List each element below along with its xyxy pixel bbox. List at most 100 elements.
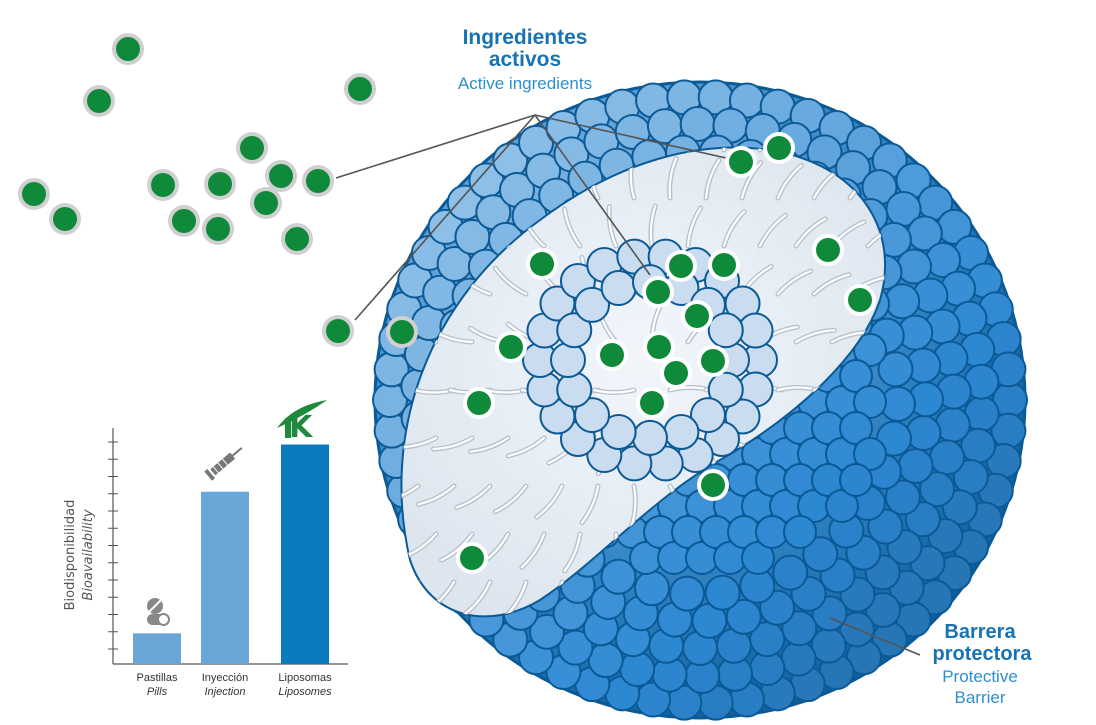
lipid-tail — [401, 169, 421, 201]
lipid-tail-highlight — [580, 484, 600, 524]
barrier-title-en-line2: Barrier — [954, 688, 1005, 707]
lipid-head — [897, 447, 934, 484]
active-ingredient-core — [701, 473, 725, 497]
lipid-tail-highlight — [464, 580, 492, 615]
lipid-head — [839, 463, 873, 497]
lipid-head — [633, 570, 670, 607]
lipid-head — [853, 385, 887, 419]
active-ingredient-core — [816, 238, 840, 262]
category-label-es: Liposomas — [278, 672, 332, 684]
active-ingredient-core — [729, 150, 753, 174]
lipid-head — [619, 651, 656, 688]
lipid-tail-highlight — [494, 267, 528, 296]
lipid-tail-highlight — [408, 147, 438, 152]
bioavailability-chart: Biodisponibilidad Bioavailability Pastil… — [63, 400, 348, 698]
lipid-tail-highlight — [722, 210, 746, 248]
lipid-tail-highlight — [447, 147, 474, 152]
active-ingredient-core — [390, 320, 414, 344]
lipid-tail-highlight — [758, 214, 787, 248]
lipid-head — [528, 613, 565, 650]
lipid-tail-highlight — [401, 170, 420, 200]
active-ingredient-core — [848, 288, 872, 312]
lipid-tail-highlight — [401, 436, 438, 449]
lipid-head — [884, 283, 921, 320]
inner-lipid-head — [556, 312, 593, 349]
lipid-head — [919, 471, 956, 508]
active-ingredients-title-en: Active ingredients — [458, 74, 592, 93]
svg-text:K: K — [289, 410, 314, 445]
active-ingredients-title-es-line1: Ingredientes — [463, 26, 588, 49]
lipid-tail-highlight — [776, 164, 803, 200]
lipid-tail — [407, 147, 439, 153]
active-ingredient-core — [647, 335, 671, 359]
lipid-tail-highlight — [417, 484, 456, 506]
active-ingredient-core — [530, 252, 554, 276]
active-ingredient-core — [669, 254, 693, 278]
active-ingredients-label: Ingredientes activos Active ingredients — [458, 26, 592, 93]
lipid-head — [810, 627, 847, 664]
inner-lipid-head — [556, 371, 593, 408]
category-labels: PastillasPillsInyecciónInjectionLiposoma… — [137, 672, 333, 698]
inner-lipid-head — [663, 413, 700, 450]
active-ingredient-core — [326, 319, 350, 343]
barrier-title-es-line2: protectora — [933, 643, 1033, 665]
active-ingredient-core — [767, 136, 791, 160]
lipid-head — [741, 541, 775, 575]
lipid-head — [853, 437, 887, 471]
active-ingredient-core — [116, 37, 140, 61]
bar-liposomes — [281, 444, 329, 664]
lipid-head — [600, 558, 637, 595]
active-ingredient-core — [240, 136, 264, 160]
pills-icon — [147, 598, 170, 626]
lipid-tail-highlight — [563, 532, 582, 573]
lipid-tail-highlight — [704, 159, 721, 200]
lipid-tail-highlight — [372, 122, 400, 150]
lipid-tail-highlight — [507, 436, 546, 457]
active-ingredient-core — [151, 173, 175, 197]
lipid-tail-highlight — [776, 270, 812, 296]
active-ingredient-core — [701, 349, 725, 373]
encapsulated-active-ingredients — [456, 132, 876, 574]
category-label-es: Inyección — [202, 672, 248, 684]
lipid-tail — [401, 147, 403, 153]
bar-injection — [201, 491, 249, 664]
lipid-tail-highlight — [469, 436, 510, 453]
lipid-tail — [401, 531, 403, 558]
inner-lipid-head — [707, 371, 744, 408]
lipid-head — [772, 554, 809, 591]
category-label-en: Liposomes — [278, 686, 332, 698]
active-ingredient-core — [208, 172, 232, 196]
active-ingredient-core — [306, 169, 330, 193]
lipid-tail-highlight — [366, 225, 400, 246]
lipid-tail-highlight — [608, 205, 618, 248]
barrier-title-en-line1: Protective — [942, 667, 1018, 686]
lipid-head — [783, 515, 817, 549]
lipid-head — [704, 574, 741, 611]
lipid-head — [839, 359, 873, 393]
lipid-tail-highlight — [535, 484, 564, 519]
lipid-tail-highlight — [649, 205, 657, 248]
lipid-tail-highlight — [432, 436, 474, 451]
bar-pills — [133, 633, 181, 664]
lipid-head — [802, 536, 839, 573]
inner-lipid-head — [574, 397, 611, 434]
bars — [133, 444, 329, 664]
active-ingredient-core — [467, 391, 491, 415]
y-axis-ticks — [108, 441, 118, 650]
active-ingredient-core — [87, 89, 111, 113]
lipid-head — [839, 411, 873, 445]
lipid-tail — [446, 147, 475, 153]
y-axis-label-en: Bioavailability — [81, 509, 96, 600]
lipid-tail-highlight — [520, 532, 546, 569]
inner-lipid-head — [600, 413, 637, 450]
lipid-head — [669, 575, 706, 612]
inner-lipid-head — [632, 419, 668, 456]
active-ingredient-core — [269, 164, 293, 188]
barrier-title-es-line1: Barrera — [944, 621, 1016, 643]
lipid-tail-highlight — [401, 484, 420, 503]
lipid-tail-highlight — [455, 484, 492, 509]
lipid-tail-highlight — [668, 157, 678, 200]
active-ingredient-core — [254, 191, 278, 215]
active-ingredient-core — [600, 343, 624, 367]
